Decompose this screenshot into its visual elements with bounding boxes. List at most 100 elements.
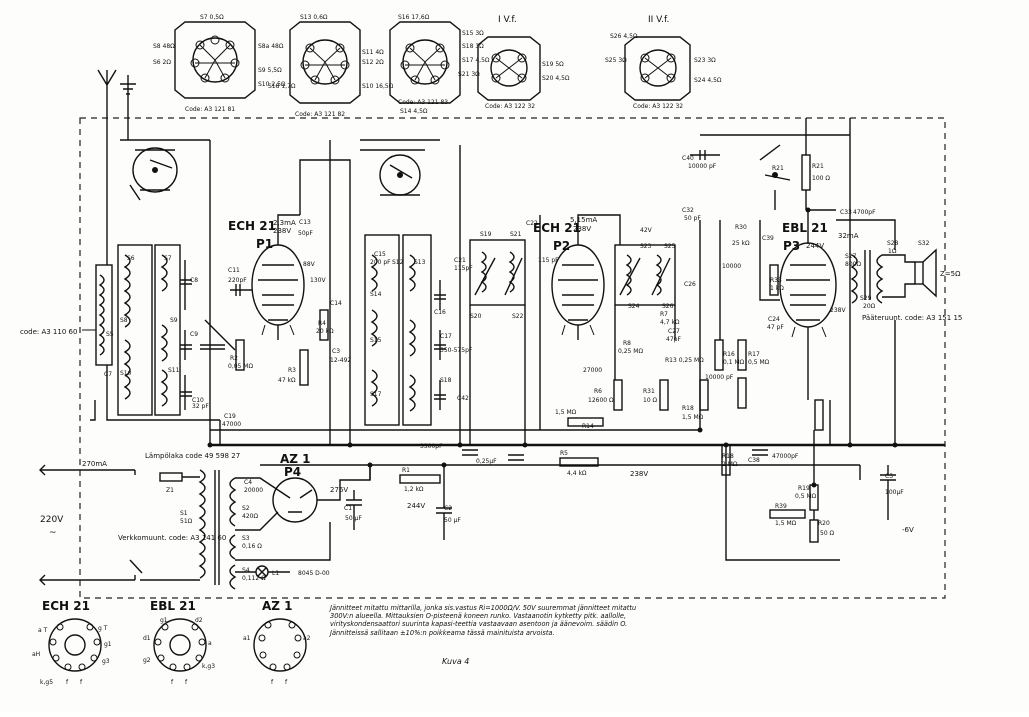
coil-term-label: S18 3Ω xyxy=(462,43,484,50)
coil-diagram-2: S13 0,6Ω S11 4Ω S12 2Ω S10 16,5Ω S18 1,7… xyxy=(268,14,394,118)
coil-term-label: S26 4,5Ω xyxy=(610,33,638,40)
coil-title: II V.f. xyxy=(648,15,669,25)
r4-resistor xyxy=(319,309,329,341)
r1-resistor xyxy=(399,474,441,484)
s27-label: S27 xyxy=(845,253,857,260)
output-code-label: Pääteruunt. code: A3 151 15 xyxy=(862,314,962,322)
r7-label: R7 xyxy=(660,311,668,318)
c4-label: C4 xyxy=(244,479,252,486)
r1-label: R1 xyxy=(402,467,410,474)
current-270-label: 270mA xyxy=(82,460,107,468)
rail-42v: 42V xyxy=(640,227,653,234)
pinout-name: EBL 21 xyxy=(150,599,196,613)
c27-label: C27 xyxy=(668,328,680,335)
if-coil-stack-2 xyxy=(364,234,446,426)
r21-resistor xyxy=(801,154,811,191)
z1-label: Z1 xyxy=(166,487,174,494)
pin-label: g2 xyxy=(143,657,151,664)
r7-value: 4,7 kΩ xyxy=(660,319,680,326)
c38-capacitor xyxy=(752,449,768,456)
c11-label: C11 xyxy=(228,267,240,274)
tube-current: 32mA xyxy=(838,232,859,240)
c32-label: C32 xyxy=(682,207,694,214)
tube-p4: AZ 1 P4 xyxy=(272,452,318,523)
r6-ohms: 12600 Ω xyxy=(588,397,614,404)
speaker-impedance: Z=5Ω xyxy=(940,270,961,278)
coil-code: Code: A3 121 83 xyxy=(398,99,448,106)
r2-resistor xyxy=(235,339,245,371)
c17-label: C17 xyxy=(440,333,452,340)
r13-value: R13 0,25 MΩ xyxy=(665,357,704,364)
r5-value: 4,4 kΩ xyxy=(567,470,587,477)
c38-value: 47000pF xyxy=(772,453,799,460)
r20-value: 50 Ω xyxy=(820,530,835,537)
s27-value: 800Ω xyxy=(845,261,861,268)
tube-ref: P2 xyxy=(553,239,570,253)
pin-label: g1 xyxy=(160,617,168,624)
s29-value: 20Ω xyxy=(863,303,876,310)
pin-label: f xyxy=(80,679,83,686)
c3-capacitor xyxy=(880,465,896,520)
r3-resistor xyxy=(299,349,309,386)
c43-value: 3300pF xyxy=(420,443,443,450)
r16-value: 0,1 MΩ xyxy=(723,359,745,366)
if-transformer-2 xyxy=(614,244,676,306)
r39-label: R39 xyxy=(775,503,787,510)
c42-label: C42 xyxy=(457,395,469,402)
coil-term-label: S16 17,6Ω xyxy=(398,14,430,21)
c24-label: C24 xyxy=(768,316,780,323)
c7-label: C7 xyxy=(104,371,112,378)
coil-term-label: S14 4,5Ω xyxy=(400,108,428,115)
pin-label: a1 xyxy=(243,635,251,642)
tube-ref: P4 xyxy=(284,465,301,479)
c3a-value: 12-492 xyxy=(330,357,351,364)
r20-resistor xyxy=(699,379,709,411)
coil-term-label: S7 0,5Ω xyxy=(200,14,224,21)
r18b-label: R18 xyxy=(722,453,734,460)
mains-trafo-code: Verkkomuunt. code: A3 141 60 xyxy=(118,534,226,542)
c24-value: 47 pF xyxy=(767,324,784,331)
coil-code: Code: A3 121 81 xyxy=(185,106,235,113)
r39-resistor xyxy=(769,509,806,519)
antenna-icon xyxy=(97,69,117,110)
pin-label: a2 xyxy=(303,635,311,642)
c1-label: C1 xyxy=(344,505,352,512)
r14-label: R14 xyxy=(582,423,594,430)
band-switch-2 xyxy=(360,139,440,196)
r21-label: R21 xyxy=(772,165,784,172)
s17-label: S17 xyxy=(370,391,382,398)
c14-label: C14 xyxy=(330,300,342,307)
ground-icon xyxy=(120,75,136,110)
pinout-ech21: ECH 21 a T g T aH g1 k,g5 g3 f f xyxy=(32,599,112,686)
r17-resistor xyxy=(737,339,747,371)
r21-name: R21 xyxy=(812,163,824,170)
coil-diagram-4: I V.f. S19 5Ω S20 4,5Ω S21 3Ω Code: A3 1… xyxy=(458,15,570,110)
s4-value: 0,112 Ω xyxy=(242,575,266,582)
mains-transformer xyxy=(198,469,237,590)
coil-diagram-3: S16 17,6Ω S15 3Ω S18 3Ω S17 4,5Ω S14 4,5… xyxy=(389,14,490,115)
c9-label: C9 xyxy=(190,331,198,338)
s29-label: S29 xyxy=(860,295,872,302)
c23-capacitor xyxy=(508,454,524,461)
rf-coil-stack xyxy=(117,244,192,416)
pinout-az1: AZ 1 a1 a2 f f xyxy=(243,599,311,686)
r1-value: 1,2 kΩ xyxy=(404,486,424,493)
r17-value: 0,5 MΩ xyxy=(748,359,770,366)
pin-label: a T xyxy=(38,627,48,634)
c40-value: 10000 pF xyxy=(688,163,717,170)
r5-label: R5 xyxy=(560,450,568,457)
measurement-note: Jännitteet mitattu mittarilla, jonka sis… xyxy=(330,604,637,637)
s24-label: S24 xyxy=(628,303,640,310)
pin-label: d1 xyxy=(143,635,151,642)
c39-label: C39 xyxy=(762,235,774,242)
c3a-label: C3 xyxy=(332,348,340,355)
c22-value: 115 pF xyxy=(538,257,559,264)
pin-label: a xyxy=(208,640,212,647)
r18-value: 1,5 MΩ xyxy=(682,414,704,421)
coil-term-label: S18 1,7Ω xyxy=(268,83,296,90)
pin-label: k,g3 xyxy=(202,663,215,670)
s2-value: 420Ω xyxy=(242,513,258,520)
r30-value: 25 kΩ xyxy=(732,240,750,247)
